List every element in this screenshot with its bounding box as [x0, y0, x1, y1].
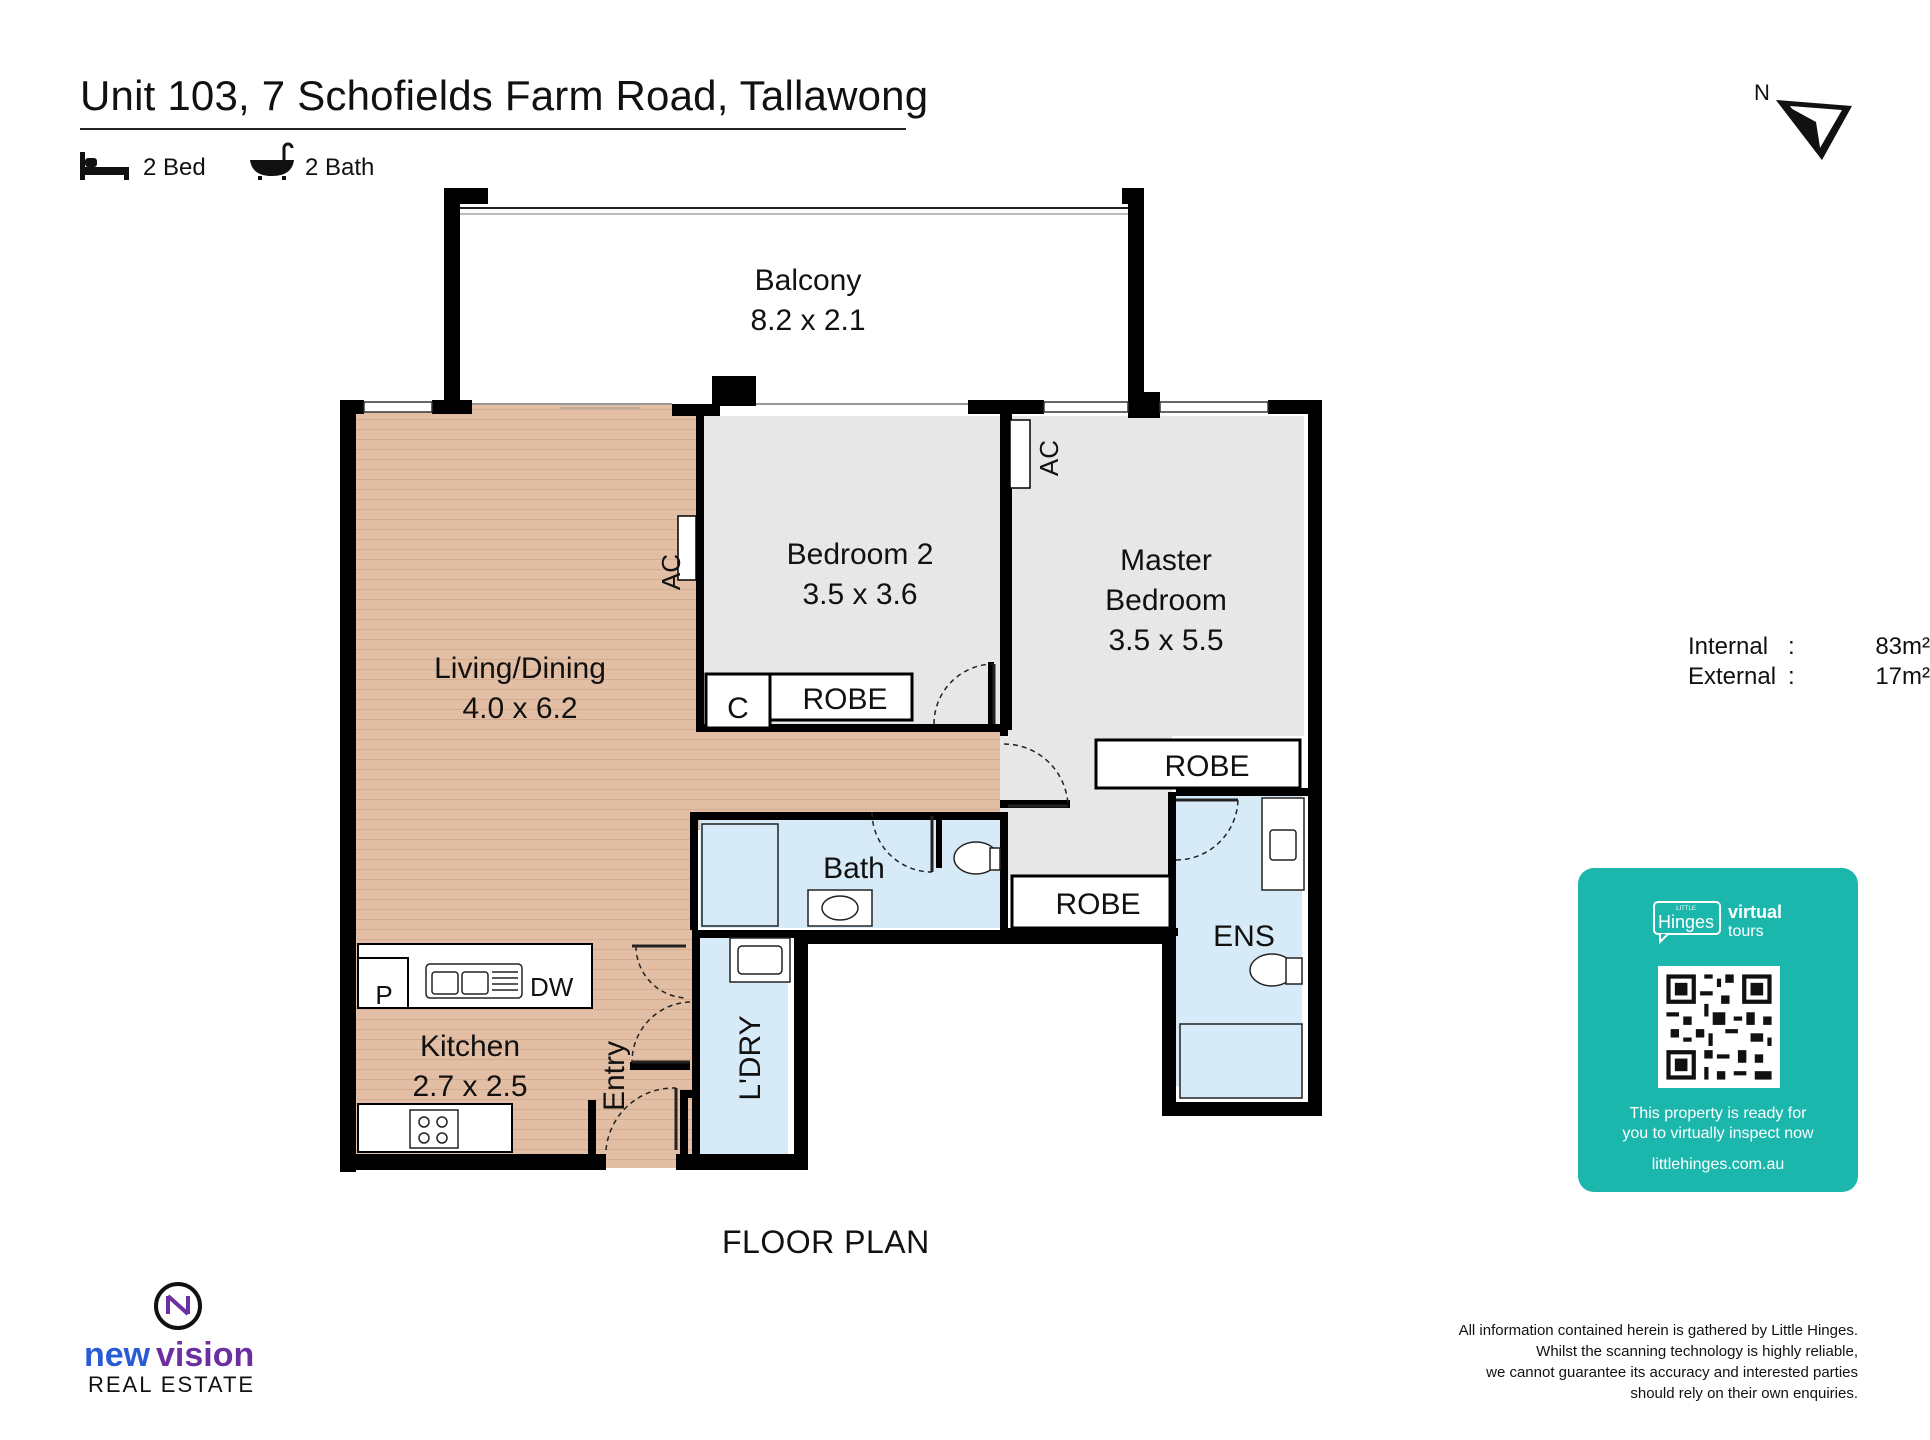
balcony-name: Balcony	[755, 264, 862, 297]
kitchen-size: 2.7 x 2.5	[412, 1070, 527, 1103]
robe-master	[1094, 738, 1302, 790]
pantry-label: P	[375, 980, 392, 1010]
agency-name-part2: vision	[156, 1336, 254, 1374]
area-summary: Internal : 83m² External : 17m²	[1688, 632, 1930, 692]
kitchen-name: Kitchen	[420, 1030, 520, 1063]
brand-virtual: virtual	[1728, 902, 1782, 922]
little-hinges-logo-icon: LITTLE Hinges virtual tours	[1653, 901, 1782, 945]
external-separator: :	[1788, 663, 1795, 690]
entry-floor	[600, 942, 686, 1168]
interior-walls	[588, 414, 1312, 1158]
floor-plan-caption: FLOOR PLAN	[722, 1224, 930, 1260]
cooktop-icon	[409, 1109, 459, 1149]
external-label: External	[1688, 663, 1777, 690]
property-address: Unit 103, 7 Schofields Farm Road, Tallaw…	[80, 72, 929, 119]
brand-tours: tours	[1728, 923, 1764, 940]
disclaimer: All information contained herein is gath…	[1458, 1322, 1858, 1402]
ac-label-living: AC	[656, 554, 686, 590]
robe-bedroom2	[768, 672, 914, 722]
internal-separator: :	[1788, 633, 1795, 660]
cupboard-label: C	[727, 692, 749, 725]
robe-master-label: ROBE	[1164, 750, 1249, 783]
master-name-line2: Bedroom	[1105, 584, 1227, 617]
balcony-walls	[444, 188, 1160, 418]
shower-bath	[701, 823, 779, 927]
agency-name-part1: new	[84, 1336, 151, 1374]
agency-subtitle: REAL ESTATE	[88, 1372, 255, 1397]
exterior-walls	[340, 400, 1322, 1172]
door-leaves	[632, 664, 1238, 1150]
windows	[363, 401, 1269, 413]
master-size: 3.5 x 5.5	[1108, 624, 1223, 657]
living-name: Living/Dining	[434, 652, 606, 685]
ac-unit-living	[677, 515, 697, 581]
balcony-size: 8.2 x 2.1	[750, 304, 865, 337]
bathtub-icon	[250, 142, 294, 180]
external-value: 17m²	[1875, 663, 1930, 690]
master-floor	[1008, 416, 1304, 736]
bath-count: 2 Bath	[305, 154, 375, 181]
fixture-labels: P DW AC AC	[375, 440, 1064, 1010]
bath-name: Bath	[823, 852, 885, 885]
brand-main: Hinges	[1658, 912, 1714, 932]
living-size: 4.0 x 6.2	[462, 692, 577, 725]
rotated-room-labels: Entry L'DRY	[598, 1015, 767, 1111]
bed-count: 2 Bed	[143, 154, 206, 181]
robe-hall	[1010, 874, 1172, 930]
laundry-name: L'DRY	[734, 1015, 767, 1100]
bedroom2-size: 3.5 x 3.6	[802, 578, 917, 611]
internal-label: Internal	[1688, 633, 1769, 660]
qr-code-icon[interactable]	[1658, 966, 1780, 1088]
ensuite-shower	[1179, 1023, 1303, 1099]
robe-hall-label: ROBE	[1055, 888, 1140, 921]
robe-bedroom2-label: ROBE	[802, 683, 887, 716]
bath-fixtures	[701, 797, 1305, 1099]
agency-logo-icon: new vision REAL ESTATE	[84, 1282, 255, 1397]
virtual-tour-url[interactable]: littlehinges.com.au	[1651, 1156, 1785, 1173]
virtual-tour-card[interactable]: LITTLE Hinges virtual tours This propert…	[1578, 868, 1858, 1192]
bedroom2-name: Bedroom 2	[787, 538, 934, 571]
ac-unit-master	[1009, 419, 1031, 489]
master-name-line1: Master	[1120, 544, 1212, 577]
ac-label-master: AC	[1034, 440, 1064, 476]
title-underline	[80, 128, 906, 130]
robes	[677, 419, 1302, 930]
room-labels: Balcony 8.2 x 2.1 Living/Dining 4.0 x 6.…	[412, 264, 1274, 1103]
ensuite-name: ENS	[1213, 920, 1275, 953]
north-label: N	[1754, 80, 1770, 105]
kitchen-sink-icon	[425, 963, 523, 999]
virtual-tour-message: This property is ready for you to virtua…	[1622, 1105, 1814, 1142]
door-swings	[605, 663, 1239, 1151]
internal-value: 83m²	[1875, 633, 1930, 660]
dishwasher-label: DW	[530, 972, 574, 1002]
entry-name: Entry	[598, 1041, 631, 1111]
bed-icon	[80, 152, 129, 180]
brand-small: LITTLE	[1676, 906, 1696, 912]
north-arrow-icon: N	[1754, 80, 1852, 160]
